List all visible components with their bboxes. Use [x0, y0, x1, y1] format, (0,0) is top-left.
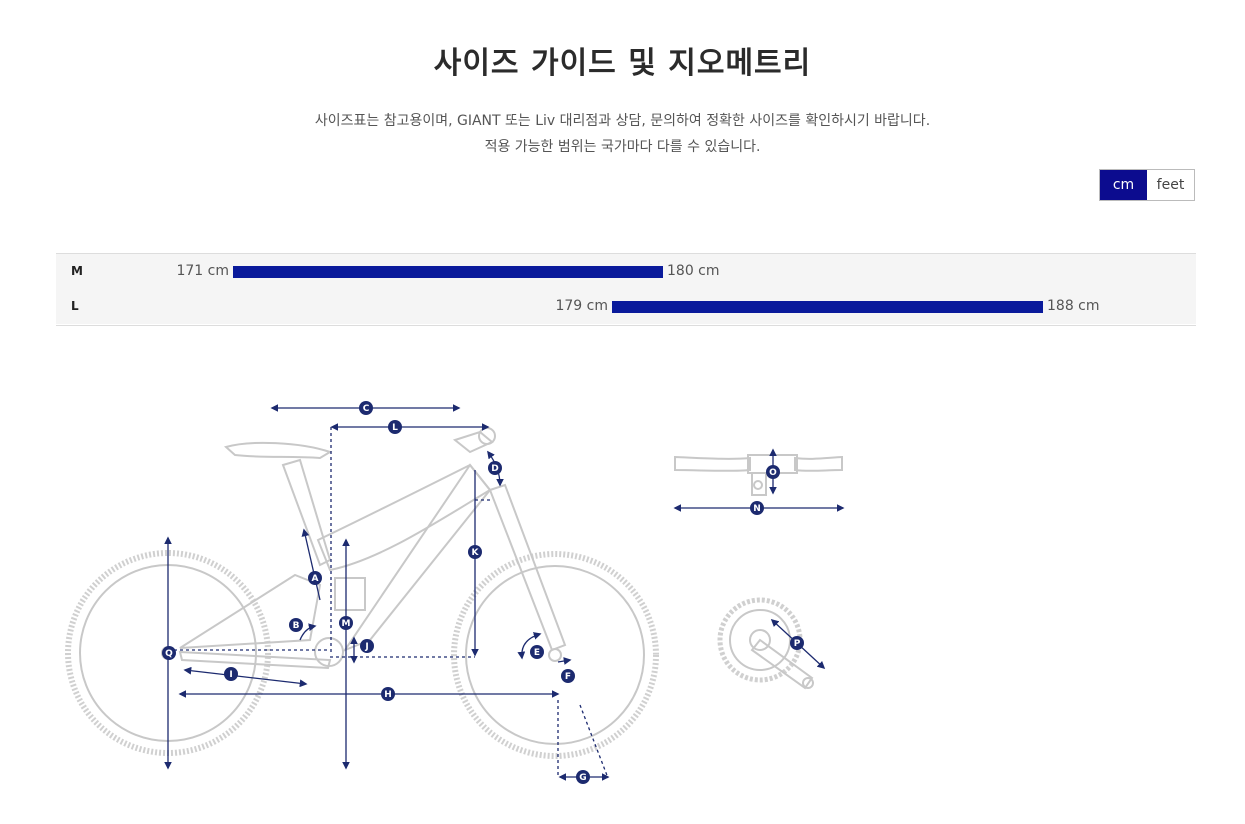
label-k-marker: K [468, 545, 482, 559]
svg-text:L: L [392, 423, 398, 433]
label-e-marker: E [530, 645, 544, 659]
size-chart: M 171 cm 180 cm L 179 cm 188 cm [56, 253, 1196, 326]
height-min-label: 179 cm [555, 298, 608, 314]
fork [488, 483, 567, 652]
svg-text:A: A [312, 574, 319, 584]
seat-tube [281, 458, 332, 567]
size-row-m: M 171 cm 180 cm [56, 254, 1196, 290]
label-l-marker: L [388, 420, 402, 434]
svg-text:K: K [472, 548, 480, 558]
saddle [223, 441, 333, 460]
svg-text:C: C [363, 404, 370, 414]
label-c-marker: C [359, 401, 373, 415]
svg-text:E: E [534, 648, 540, 658]
label-d-marker: D [488, 461, 502, 475]
label-n-marker: N [750, 501, 764, 515]
svg-text:H: H [384, 690, 392, 700]
label-o-marker: O [766, 465, 780, 479]
dimension-lines [164, 404, 845, 781]
label-p-marker: P [790, 636, 804, 650]
svg-text:N: N [753, 504, 761, 514]
label-j-marker: J [360, 639, 374, 653]
height-range-bar [612, 301, 1043, 313]
size-row-l: L 179 cm 188 cm [56, 289, 1196, 324]
unit-feet-button[interactable]: feet [1147, 170, 1194, 200]
frame-top-tube [316, 463, 492, 572]
svg-text:D: D [491, 464, 498, 474]
stem-bar [452, 430, 494, 454]
shock [334, 577, 366, 611]
label-f-marker: F [561, 669, 575, 683]
height-range-bar [233, 266, 663, 278]
height-max-label: 180 cm [667, 263, 720, 279]
svg-text:O: O [769, 468, 777, 478]
height-min-label: 171 cm [176, 263, 229, 279]
size-label: L [71, 299, 79, 313]
height-max-label: 188 cm [1047, 298, 1100, 314]
label-q-marker: Q [162, 646, 176, 660]
rear-triangle [179, 573, 322, 649]
handlebar-end [478, 427, 496, 445]
label-h-marker: H [381, 687, 395, 701]
page-title: 사이즈 가이드 및 지오메트리 [433, 46, 812, 81]
description-line-1: 사이즈표는 참고용이며, GIANT 또는 Liv 대리점과 상담, 문의하여 … [314, 113, 931, 129]
unit-toggle: cm feet [1099, 169, 1195, 201]
label-m-marker: M [339, 616, 353, 630]
svg-text:P: P [794, 639, 801, 649]
svg-text:B: B [293, 621, 300, 631]
description-line-2: 적용 가능한 범위는 국가마다 다를 수 있습니다. [484, 139, 761, 155]
label-g-marker: G [576, 770, 590, 784]
svg-text:G: G [579, 773, 586, 783]
svg-text:M: M [342, 619, 351, 629]
size-label: M [71, 264, 83, 278]
label-a-marker: A [308, 571, 322, 585]
svg-text:J: J [364, 642, 368, 652]
handlebar-illustration [674, 454, 843, 496]
svg-text:F: F [565, 672, 571, 682]
svg-text:Q: Q [165, 649, 173, 659]
label-b-marker: B [289, 618, 303, 632]
unit-cm-button[interactable]: cm [1100, 170, 1147, 200]
chain-stay [178, 650, 332, 670]
geometry-labels: A B C D E F G H I J K L M N O P Q [162, 401, 804, 784]
front-wheel [451, 551, 659, 759]
label-i-marker: I [224, 667, 238, 681]
bike-illustration [65, 427, 659, 759]
svg-text:I: I [229, 670, 232, 680]
